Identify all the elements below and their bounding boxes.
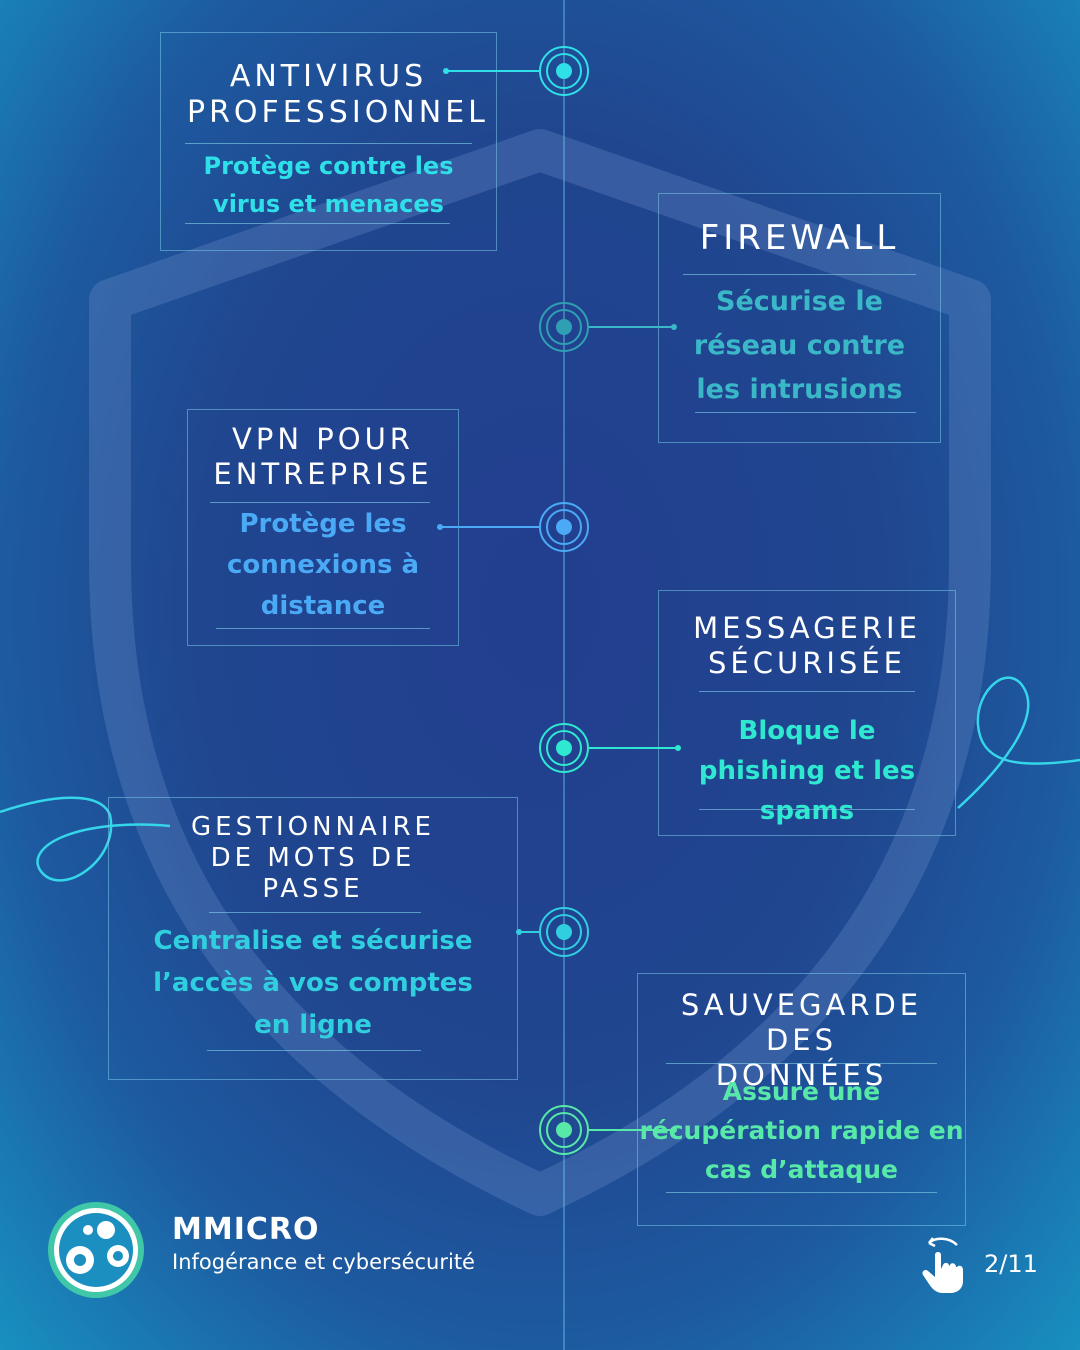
connector-dot [671, 1127, 677, 1133]
card-separator [185, 223, 450, 224]
connector-line [588, 1129, 674, 1131]
connector-line [519, 931, 540, 933]
card-description: Bloque le phishing et les spams [698, 716, 916, 826]
curl-decoration-left [0, 796, 171, 882]
card-separator [699, 691, 915, 692]
card-separator [666, 1063, 937, 1064]
brand-name: MMICRO [172, 1212, 320, 1247]
card-separator [210, 502, 430, 503]
connector-line [588, 747, 678, 749]
card-description: Sécurise le réseau contre les intrusions [693, 286, 906, 405]
card-messagerie: MESSAGERIE SÉCURISÉE Bloque le phishing … [658, 590, 956, 836]
card-description: Protège contre les virus et menaces [203, 152, 454, 218]
connector-dot [671, 324, 677, 330]
timeline-node [539, 46, 589, 96]
connector-line [588, 326, 674, 328]
card-sauvegarde: SAUVEGARDE DES DONNÉES Assure une récupé… [637, 973, 966, 1226]
connector-dot [443, 68, 449, 74]
card-gestionnaire: GESTIONNAIRE DE MOTS DE PASSE Centralise… [108, 797, 518, 1080]
timeline-node [539, 302, 589, 352]
curl-decoration-right [957, 676, 1080, 809]
card-title: GESTIONNAIRE DE MOTS DE PASSE [191, 812, 435, 905]
swipe-hand-icon[interactable] [915, 1235, 967, 1295]
card-title: MESSAGERIE SÉCURISÉE [693, 611, 921, 680]
timeline-node [539, 502, 589, 552]
card-separator [216, 628, 430, 629]
card-vpn: VPN POUR ENTREPRISE Protège les connexio… [187, 409, 459, 646]
card-description: Assure une récupération rapide en cas d’… [639, 1077, 964, 1184]
card-separator [695, 412, 916, 413]
card-separator [699, 809, 915, 810]
card-antivirus: ANTIVIRUS PROFESSIONNEL Protège contre l… [160, 32, 497, 251]
connector-line [440, 526, 540, 528]
connector-dot [516, 929, 522, 935]
card-title: FIREWALL [699, 218, 900, 258]
mmicro-logo-icon [48, 1202, 144, 1298]
connector-dot [675, 745, 681, 751]
card-separator [683, 274, 916, 275]
brand-tagline: Infogérance et cybersécurité [172, 1250, 475, 1274]
timeline-node [539, 907, 589, 957]
card-firewall: FIREWALL Sécurise le réseau contre les i… [658, 193, 941, 443]
shield-outline [89, 129, 991, 1216]
card-separator [185, 143, 472, 144]
card-separator [666, 1192, 937, 1193]
card-separator [207, 1050, 421, 1051]
page-indicator: 2/11 [984, 1250, 1038, 1278]
card-title: ANTIVIRUS PROFESSIONNEL [187, 59, 489, 130]
card-description: Centralise et sécurise l’accès à vos com… [153, 926, 473, 1040]
timeline-node [539, 723, 589, 773]
card-description: Protège les connexions à distance [226, 509, 420, 621]
connector-dot [437, 524, 443, 530]
connector-line [446, 70, 540, 72]
timeline-node [539, 1105, 589, 1155]
card-separator [209, 912, 421, 913]
card-title: VPN POUR ENTREPRISE [213, 422, 433, 491]
